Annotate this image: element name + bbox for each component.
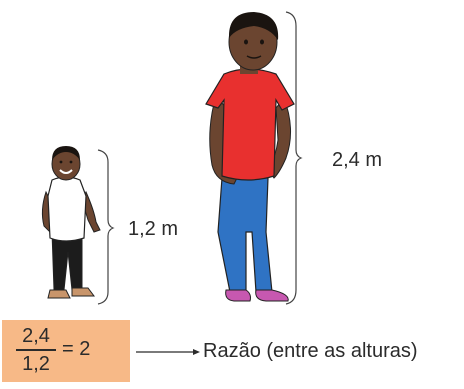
tall-height-brace <box>285 11 303 305</box>
ratio-caption: Razão (entre as alturas) <box>203 340 418 362</box>
tall-height-label: 2,4 m <box>332 149 383 171</box>
ratio-result: = 2 <box>62 338 91 360</box>
fraction-numerator: 2,4 <box>22 325 50 347</box>
fraction-bar <box>16 349 56 351</box>
ratio-box: 2,4 1,2 = 2 <box>2 320 130 382</box>
ratio-arrow-head <box>193 349 200 355</box>
short-height-label: 1,2 m <box>128 218 179 240</box>
tall-boy-figure <box>205 12 295 302</box>
ratio-fraction: 2,4 1,2 <box>16 326 56 374</box>
short-girl-figure <box>41 146 101 299</box>
short-height-brace <box>97 149 115 305</box>
fraction-denominator: 1,2 <box>22 353 50 375</box>
